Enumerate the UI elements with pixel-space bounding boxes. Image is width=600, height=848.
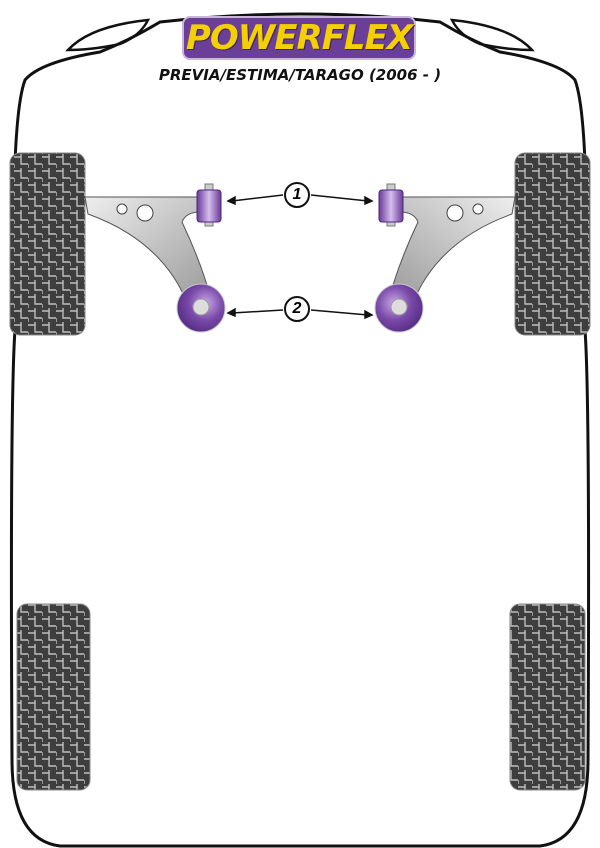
body-outline (9, 12, 591, 848)
vehicle-title: PREVIA/ESTIMA/TARAGO (2006 - ) (158, 66, 442, 84)
powerflex-logo: POWERFLEX (182, 16, 416, 60)
callout-arrows (226, 194, 374, 320)
left-mirror (65, 18, 151, 52)
logo-text: POWERFLEX (185, 18, 413, 58)
left-control-arm (84, 183, 226, 333)
front-left-wheel (9, 152, 86, 336)
callout-1: 1 (284, 182, 310, 208)
bush-1-right (378, 189, 404, 223)
callout-2: 2 (284, 296, 310, 322)
right-control-arm (374, 183, 516, 333)
front-right-wheel (514, 152, 591, 336)
bush-1-left (196, 189, 222, 223)
right-mirror (449, 18, 535, 52)
rear-right-wheel (509, 603, 586, 791)
rear-left-wheel (16, 603, 91, 791)
